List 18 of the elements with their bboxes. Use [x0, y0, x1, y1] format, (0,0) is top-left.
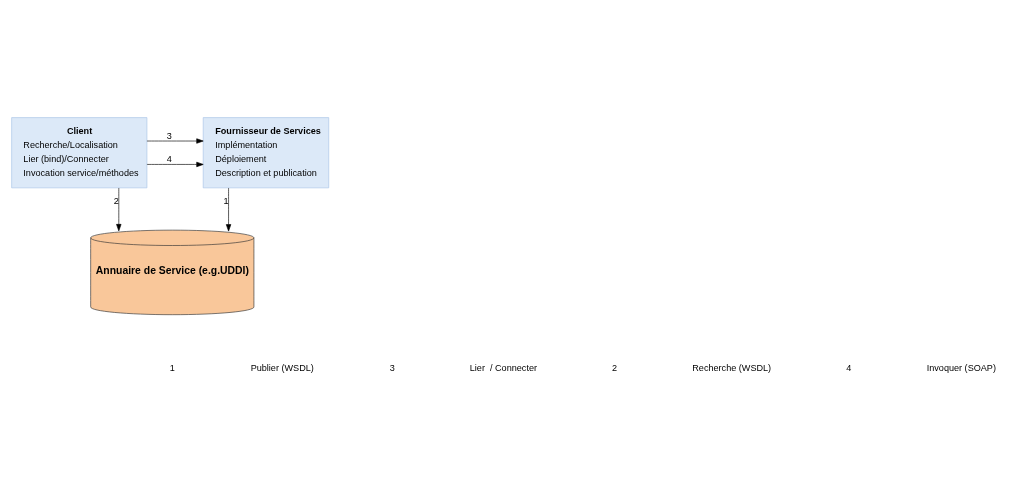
label: Recherche (WSDL) — [692, 362, 772, 373]
arrow — [146, 137, 204, 144]
label: 4 — [846, 362, 852, 373]
arrow — [146, 161, 204, 167]
node-box: Fournisseur de Services Implémentation Déploiement Description et publication — [202, 116, 330, 188]
label: Lier / Connecter — [469, 362, 538, 373]
edge-label: 1 — [223, 195, 229, 206]
label: 1 — [169, 362, 175, 373]
node-box: Client Recherche/Localisation Lier (bind)/Connecter Invocation service/méthodes — [11, 116, 148, 188]
label: 3 — [389, 362, 395, 373]
arrow — [116, 187, 122, 231]
label: Publier (WSDL) — [250, 362, 314, 373]
edge-label: 3 — [166, 130, 172, 141]
edge-label: 2 — [113, 195, 119, 206]
arrow — [225, 187, 232, 231]
edge-label: 4 — [166, 153, 172, 164]
label: 2 — [612, 362, 618, 373]
label: Invoquer (SOAP) — [926, 362, 996, 373]
